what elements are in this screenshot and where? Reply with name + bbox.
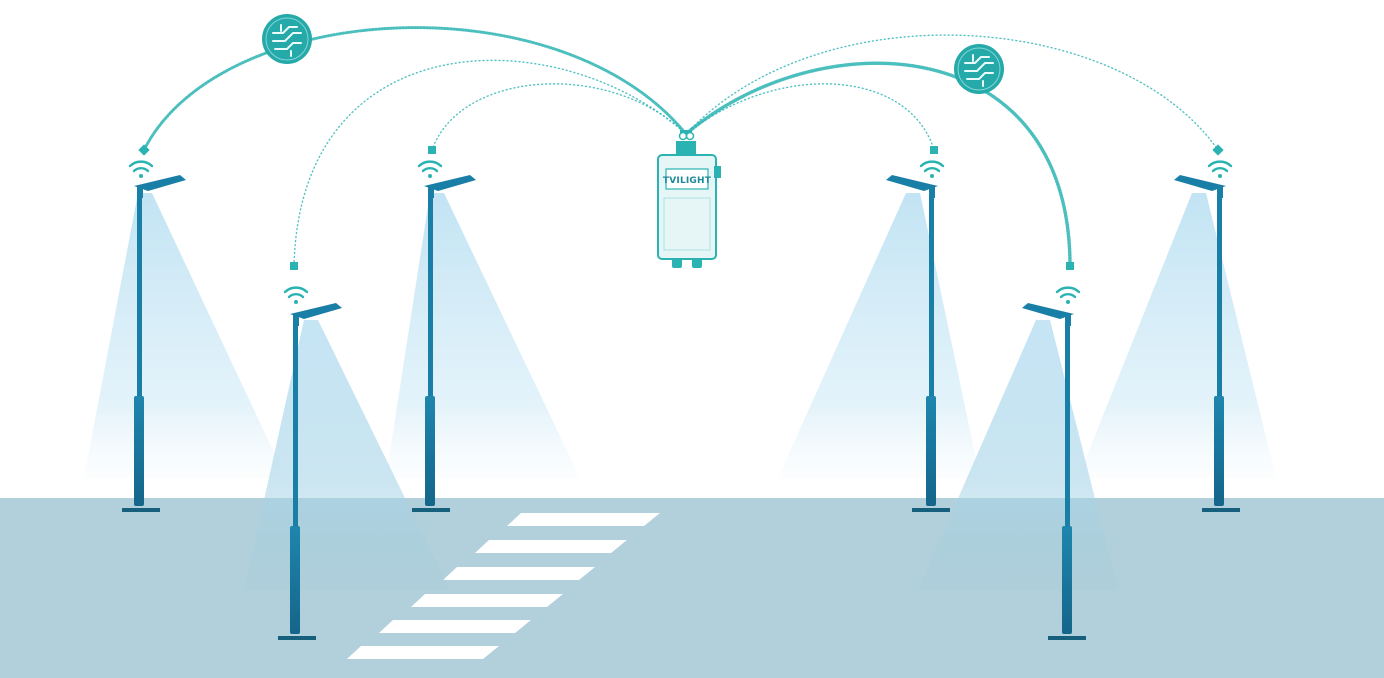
wifi-icon [1209, 162, 1231, 178]
link-gateway-to-pole-4 [686, 84, 934, 150]
link-gateway-to-pole-1 [144, 28, 686, 150]
wifi-icon [130, 162, 152, 178]
wifi-icon [921, 162, 943, 178]
road-surface [0, 498, 1384, 678]
link-gateway-to-pole-2 [294, 60, 686, 266]
wifi-icon [1057, 288, 1079, 304]
link-gateway-to-pole-6 [686, 35, 1218, 150]
network-node-icon [262, 14, 312, 64]
network-node-icon [954, 44, 1004, 94]
wifi-icon [419, 162, 441, 178]
link-gateway-to-pole-3 [432, 84, 686, 150]
gateway-box-icon: TVILIGHT [658, 130, 721, 268]
gateway-brand-label: TVILIGHT [663, 176, 712, 186]
wifi-icon [285, 288, 307, 304]
